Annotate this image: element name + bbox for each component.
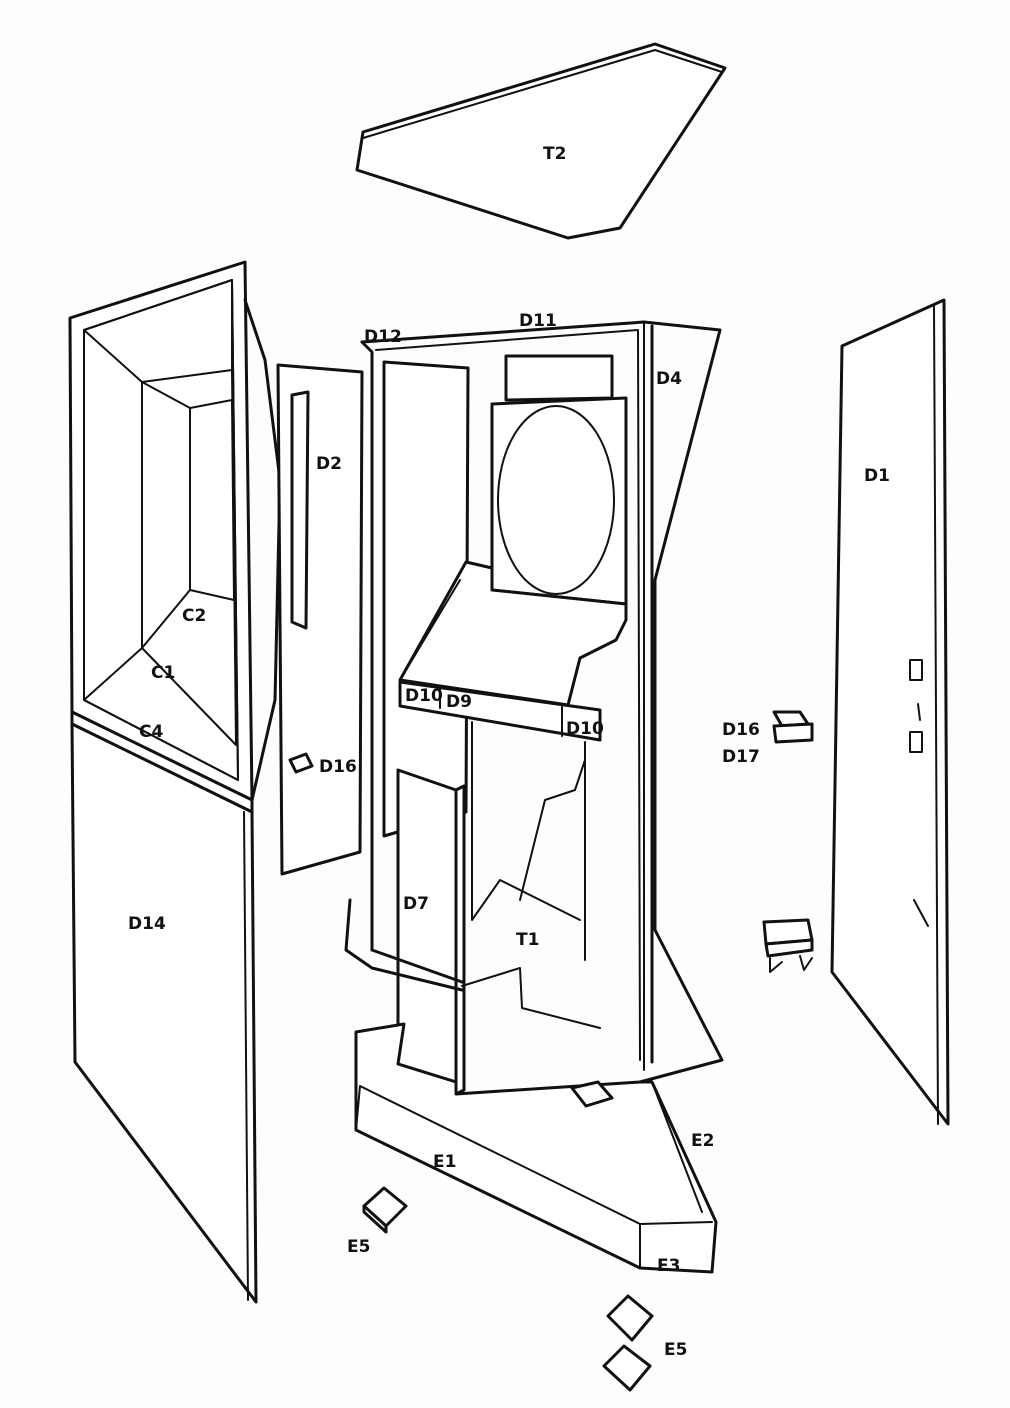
panel-d2 bbox=[276, 363, 364, 876]
bracket-hardware bbox=[762, 710, 814, 973]
label-e1: E1 bbox=[433, 1152, 456, 1172]
label-d10-right: D10 bbox=[566, 719, 604, 739]
label-c4: C4 bbox=[139, 722, 163, 742]
label-d2: D2 bbox=[316, 454, 342, 474]
label-d12: D12 bbox=[364, 327, 402, 347]
label-e5-right: E5 bbox=[664, 1340, 687, 1360]
label-d4: D4 bbox=[656, 369, 682, 389]
horn-cabinet bbox=[68, 260, 282, 814]
label-d10-left: D10 bbox=[405, 686, 443, 706]
label-d9: D9 bbox=[446, 692, 472, 712]
label-e2: E2 bbox=[691, 1131, 714, 1151]
block-e5-right-upper bbox=[606, 1294, 654, 1342]
label-e5-left: E5 bbox=[347, 1237, 370, 1257]
label-d16-left: D16 bbox=[319, 757, 357, 777]
panel-t2 bbox=[355, 42, 727, 240]
central-frame bbox=[344, 320, 724, 1096]
label-d1: D1 bbox=[864, 466, 890, 486]
panel-d14 bbox=[70, 722, 258, 1304]
block-e5-left bbox=[362, 1186, 408, 1234]
label-d16-right: D16 bbox=[722, 720, 760, 740]
panel-d1 bbox=[830, 298, 950, 1126]
base-plinth bbox=[354, 1022, 718, 1274]
block-e5-right-lower bbox=[602, 1344, 652, 1392]
label-d17: D17 bbox=[722, 747, 760, 767]
label-d11: D11 bbox=[519, 311, 557, 331]
label-c2: C2 bbox=[182, 606, 206, 626]
label-c1: C1 bbox=[151, 663, 175, 683]
label-t1: T1 bbox=[516, 930, 539, 950]
label-e3: E3 bbox=[657, 1256, 680, 1276]
label-d7: D7 bbox=[403, 894, 429, 914]
label-t2: T2 bbox=[543, 144, 566, 164]
label-d14: D14 bbox=[128, 914, 166, 934]
